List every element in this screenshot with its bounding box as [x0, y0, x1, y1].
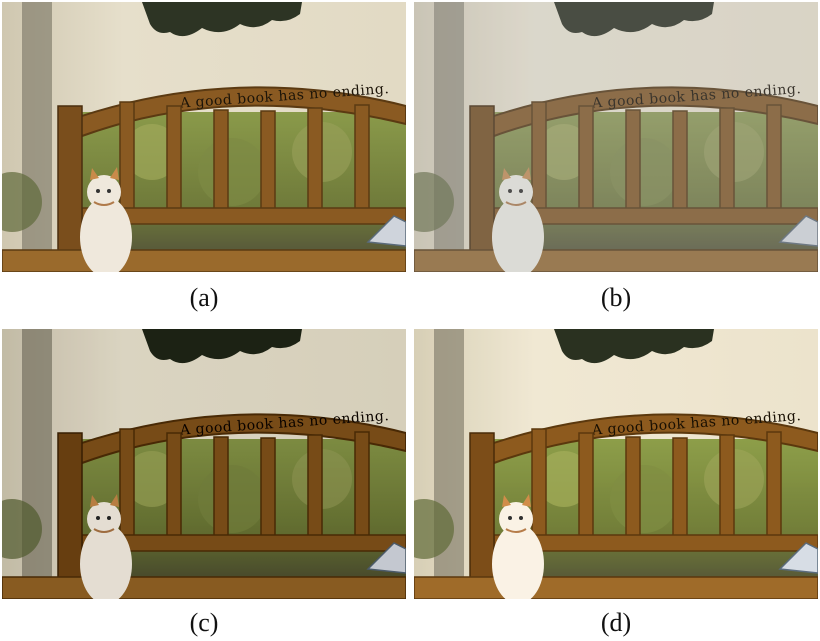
cat-figure [80, 167, 132, 272]
cat-figure [80, 494, 132, 599]
bench-slat [260, 110, 276, 211]
bench-slat [213, 109, 229, 211]
bench-post [469, 432, 495, 599]
tree-silhouette [554, 329, 714, 364]
open-book [778, 542, 818, 574]
foliage-blob [536, 124, 592, 180]
foliage-blob [610, 465, 678, 533]
image-panel-c: A good book has no ending. [2, 329, 406, 599]
tree-silhouette [142, 329, 302, 364]
bench-slat [625, 436, 641, 538]
bench-slat [672, 437, 688, 538]
bench-slat [766, 104, 782, 211]
caption-d: (d) [600, 608, 632, 637]
bench-slat [213, 436, 229, 538]
foliage-blob [2, 499, 42, 559]
foliage-blob [536, 451, 592, 507]
bench-slat [354, 104, 370, 211]
bench-post [57, 432, 83, 599]
bench-slat [578, 105, 594, 211]
tree-silhouette [554, 2, 714, 37]
bench-slat [166, 105, 182, 211]
tree-silhouette [142, 2, 302, 37]
bench-slat [166, 432, 182, 538]
bench-seat [414, 249, 818, 272]
bench-rail [81, 207, 406, 225]
bench-rail [493, 207, 818, 225]
image-panel-d: A good book has no ending. [414, 329, 818, 599]
foliage-blob [198, 465, 266, 533]
wall-pillar [22, 2, 52, 272]
caption-c: (c) [189, 608, 219, 637]
image-panel-a: A good book has no ending. [2, 2, 406, 272]
bench-slat [119, 101, 135, 211]
bench-slat [719, 434, 735, 538]
caption-a: (a) [189, 283, 219, 312]
bench-slat [531, 101, 547, 211]
wall-pillar [22, 329, 52, 599]
foliage-blob [198, 138, 266, 206]
bench-slat [625, 109, 641, 211]
bench-slat [531, 428, 547, 538]
cat-figure [492, 494, 544, 599]
caption-b: (b) [600, 283, 632, 312]
foliage-blob [414, 499, 454, 559]
bench-seat [2, 576, 406, 599]
bench-post [469, 105, 495, 272]
wall-pillar [434, 329, 464, 599]
open-book [778, 215, 818, 247]
bench-slat [719, 107, 735, 211]
mural-scene: A good book has no ending. [414, 329, 818, 599]
wall-pillar [434, 2, 464, 272]
foliage-blob [414, 172, 454, 232]
bench-slat [260, 437, 276, 538]
bench-seat [414, 576, 818, 599]
bench-slat [307, 434, 323, 538]
mural-scene: A good book has no ending. [2, 329, 406, 599]
bench-post [57, 105, 83, 272]
foliage-blob [124, 124, 180, 180]
bench-rail [81, 534, 406, 552]
open-book [366, 542, 406, 574]
cat-figure [492, 167, 544, 272]
mural-scene: A good book has no ending. [414, 2, 818, 272]
foliage-blob [2, 172, 42, 232]
image-panel-b: A good book has no ending. [414, 2, 818, 272]
foliage-blob [124, 451, 180, 507]
mural-scene: A good book has no ending. [2, 2, 406, 272]
bench-slat [766, 431, 782, 538]
bench-slat [307, 107, 323, 211]
bench-slat [354, 431, 370, 538]
bench-seat [2, 249, 406, 272]
open-book [366, 215, 406, 247]
foliage-blob [610, 138, 678, 206]
bench-slat [119, 428, 135, 538]
bench-slat [578, 432, 594, 538]
bench-slat [672, 110, 688, 211]
bench-rail [493, 534, 818, 552]
